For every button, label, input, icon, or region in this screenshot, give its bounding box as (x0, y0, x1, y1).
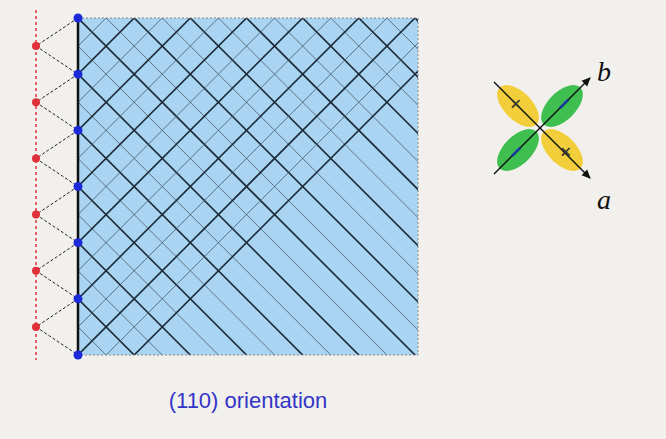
lattice-line (78, 18, 418, 306)
axis-label: b (597, 58, 611, 86)
surface-site (74, 126, 83, 135)
mirror-bond (36, 46, 78, 74)
lattice-line (78, 46, 418, 355)
mirror-bond (36, 327, 78, 355)
mirror-bond (36, 243, 78, 271)
mirror-bond (36, 158, 78, 186)
lattice-line (78, 18, 418, 165)
lattice-line (78, 18, 418, 327)
surface-site (74, 14, 83, 23)
lattice-line (78, 18, 418, 299)
b-axis (494, 78, 590, 174)
surface-site (74, 70, 83, 79)
surface-site (74, 351, 83, 360)
lattice-line (78, 18, 418, 109)
lattice-line (78, 18, 418, 355)
a-axis (494, 82, 590, 178)
lattice-line (78, 18, 418, 187)
surface-site (74, 182, 83, 191)
mirror-site (32, 267, 40, 275)
lattice-line (78, 271, 418, 355)
mirror-site (32, 323, 40, 331)
lattice-line (78, 327, 418, 355)
mirror-bond (36, 271, 78, 299)
lattice-line (78, 215, 418, 355)
mirror-line (35, 10, 37, 360)
lattice-line (78, 18, 418, 278)
lattice-sites (32, 14, 83, 360)
lattice-line (78, 243, 418, 355)
lattice-line (78, 299, 418, 355)
lattice-line (78, 18, 418, 130)
mirror-site (32, 98, 40, 106)
lattice-line (78, 102, 418, 355)
mirror-site (32, 42, 40, 50)
mirror-bond (36, 74, 78, 102)
caption: (110) orientation (169, 390, 328, 412)
lattice-line (78, 18, 418, 158)
mirror-site (32, 154, 40, 162)
region-border (78, 18, 418, 355)
surface-site (74, 238, 83, 247)
mirror-bond (36, 299, 78, 327)
d-wave-orbital (490, 78, 591, 179)
mirror-site (32, 211, 40, 219)
lattice-line (78, 18, 418, 271)
mirror-bond (36, 102, 78, 130)
mirror-bonds (36, 18, 78, 355)
lattice-lines (78, 18, 418, 355)
lattice-line (78, 18, 418, 137)
lattice-line (78, 18, 418, 250)
mirror-bond (36, 187, 78, 215)
mirror-bond (36, 215, 78, 243)
lattice-line (78, 18, 418, 102)
lattice-line (78, 187, 418, 356)
axis-label: a (597, 186, 611, 214)
mirror-bond (36, 18, 78, 46)
lattice-line (78, 18, 418, 355)
lattice-line (78, 18, 418, 243)
lattice-line (78, 18, 418, 355)
lattice-line (78, 74, 418, 355)
lattice-line (78, 158, 418, 355)
surface-site (74, 294, 83, 303)
mirror-bond (36, 130, 78, 158)
